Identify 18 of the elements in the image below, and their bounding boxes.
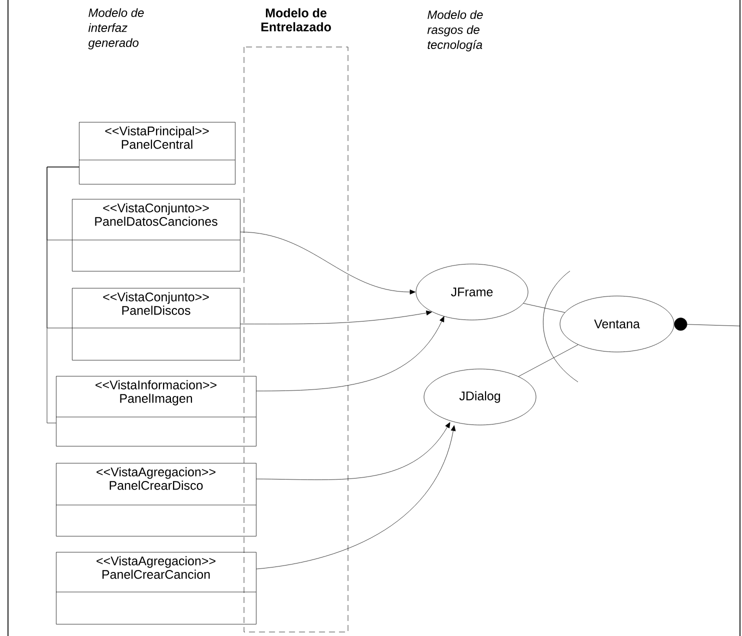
class-box: <<VistaInformacion>> PanelImagen: [56, 376, 256, 446]
class-box: <<VistaAgregacion>> PanelCrearCancion: [56, 552, 256, 624]
italic-label: Modelo de rasgos de tecnología: [427, 10, 483, 52]
class-box: <<VistaPrincipal>> PanelCentral: [78, 122, 236, 184]
region-title: Modelo de Entrelazado: [261, 8, 331, 32]
class-box: <<VistaConjunto>> PanelDiscos: [72, 288, 240, 360]
arrow: [256, 422, 450, 480]
class-box: <<VistaConjunto>> PanelDatosCanciones: [72, 199, 240, 272]
connector-line: [518, 344, 578, 377]
class-box: <<VistaAgregacion>> PanelCrearDisco: [56, 463, 256, 536]
interface-line: [674, 318, 740, 331]
italic-label: Modelo de interfaz generado: [88, 8, 144, 50]
arrow: [256, 425, 456, 570]
connector-line: [46, 166, 80, 424]
arrow: [256, 316, 444, 392]
connector-line: [523, 303, 565, 313]
arrow: [240, 310, 432, 324]
arrow: [240, 232, 416, 294]
